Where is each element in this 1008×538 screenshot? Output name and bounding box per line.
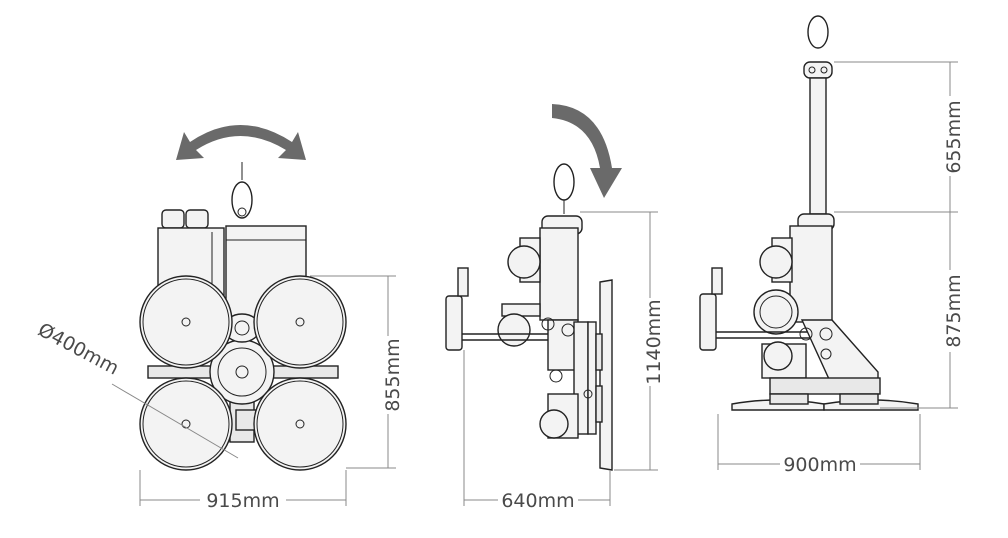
side-suction-plate: [595, 279, 613, 471]
side-frame: [445, 215, 597, 439]
lifting-hook: [231, 162, 253, 219]
diameter-label: Ø400mm: [34, 319, 122, 380]
right-lower-height-label: 875mm: [943, 274, 965, 347]
right-body: [699, 213, 881, 395]
right-width-label: 900mm: [783, 454, 856, 476]
front-width-label: 915mm: [206, 490, 279, 512]
right-view: 900mm 655mm 875mm: [699, 15, 965, 476]
side-view: 640mm 1140mm: [445, 104, 665, 512]
front-view: Ø400mm 915mm 855mm: [34, 125, 404, 512]
suction-cup-top-right: [253, 275, 347, 369]
side-width-dimension: [463, 350, 611, 506]
curved-down-arrow-icon: [552, 104, 622, 198]
control-handles: [161, 209, 209, 229]
double-curved-arrow-icon: [176, 125, 306, 160]
front-width-dimension: [139, 470, 347, 506]
suction-cup-top-left: [139, 275, 233, 369]
suction-cup-bottom-right: [253, 377, 347, 471]
right-lifting-hook: [803, 15, 833, 215]
diameter-leader: [111, 383, 239, 459]
front-height-label: 855mm: [382, 338, 404, 411]
right-width-dimension: [717, 414, 921, 470]
side-width-label: 640mm: [501, 490, 574, 512]
side-lifting-hook: [553, 163, 575, 214]
side-height-label: 1140mm: [643, 299, 665, 384]
center-motor: [209, 313, 275, 405]
side-height-dimension: [580, 211, 658, 471]
right-height-dimensions: [834, 61, 958, 409]
suction-cup-bottom-left: [139, 377, 233, 471]
front-height-dimension: [310, 275, 396, 469]
right-upper-height-label: 655mm: [943, 100, 965, 173]
